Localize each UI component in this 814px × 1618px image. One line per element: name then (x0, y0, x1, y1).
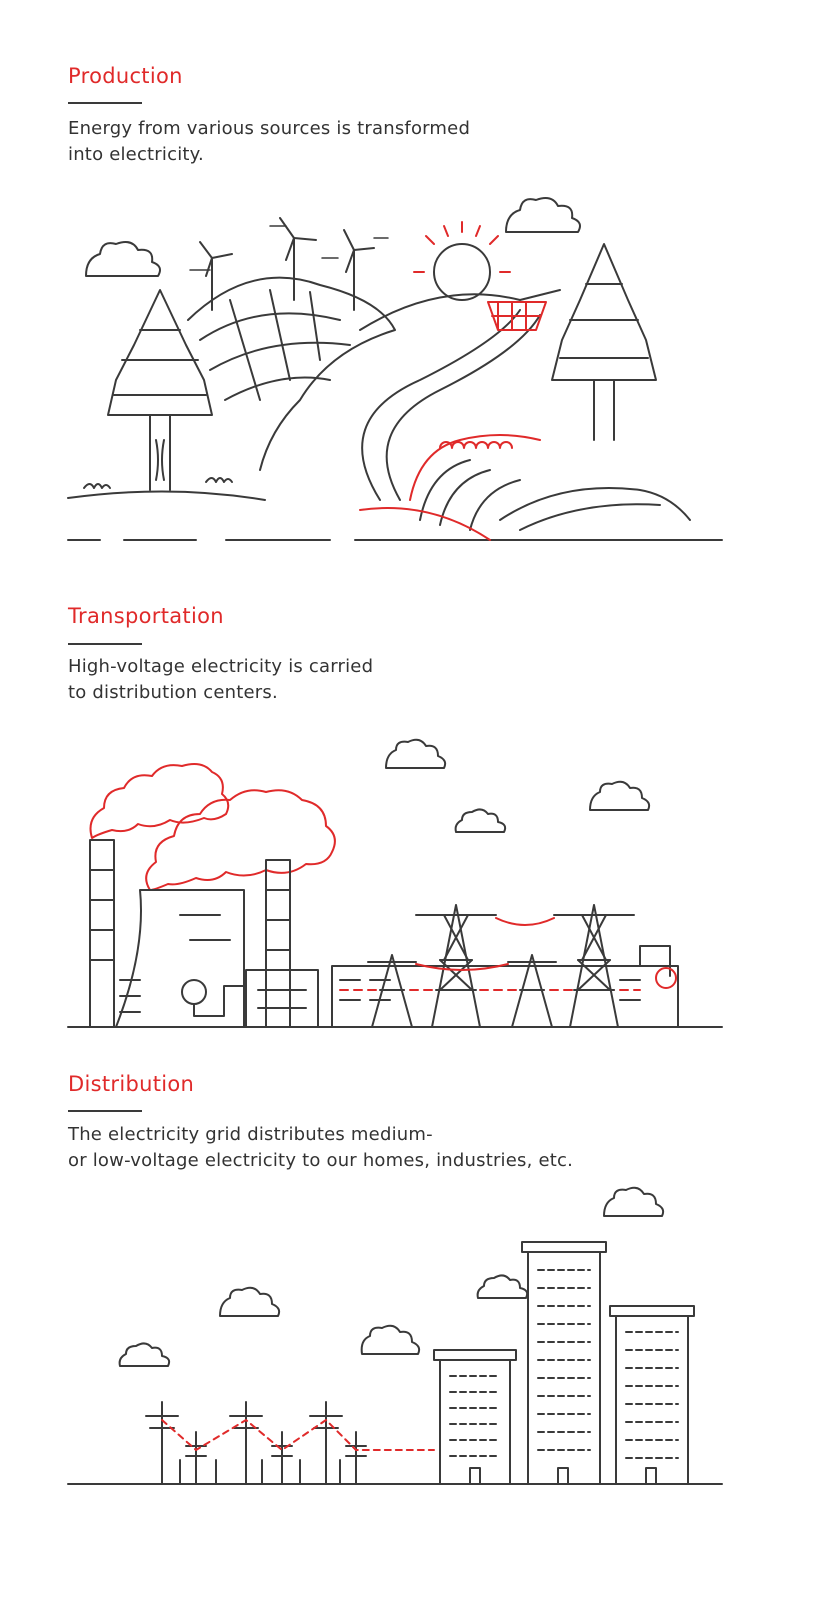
cloud-icon (589, 780, 651, 811)
transmission-tower-icon (415, 904, 497, 1028)
power-line (415, 963, 509, 971)
transmission-tower-icon (367, 954, 417, 1028)
hill-icon (187, 276, 561, 501)
apartment-building-icon (521, 1241, 607, 1485)
description-line: to distribution centers. (68, 682, 278, 703)
cloud-icon (476, 1274, 529, 1299)
smoke-cloud-icon (89, 763, 336, 891)
cloud-icon (505, 197, 581, 233)
title-underline (68, 102, 142, 104)
cloud-icon (85, 241, 161, 277)
cloud-icon (360, 1324, 421, 1355)
wave-icon (359, 434, 691, 541)
transportation-section: Transportation High-voltage electricity … (0, 560, 814, 1060)
description-line: High-voltage electricity is carried (68, 656, 374, 677)
sun-icon (413, 221, 547, 331)
apartment-building-icon (609, 1305, 695, 1485)
apartment-building-icon (433, 1349, 517, 1485)
distribution-illustration (67, 1186, 723, 1485)
title-underline (68, 1110, 142, 1112)
transmission-tower-icon (507, 954, 557, 1028)
grass-icon (83, 477, 233, 489)
transmission-tower-icon (553, 904, 635, 1028)
section-title: Production (68, 64, 183, 88)
cloud-icon (603, 1186, 665, 1217)
transportation-illustration (67, 738, 723, 1028)
section-description: High-voltage electricity is carried to d… (68, 654, 373, 706)
description-line: The electricity grid distributes medium- (68, 1124, 433, 1145)
cloud-icon (118, 1342, 171, 1367)
tree-icon (551, 243, 657, 441)
tree-icon (107, 289, 213, 491)
cloud-icon (219, 1286, 281, 1317)
description-line: into electricity. (68, 144, 204, 165)
section-description: The electricity grid distributes medium-… (68, 1122, 573, 1174)
description-line: Energy from various sources is transform… (68, 118, 471, 139)
description-line: or low-voltage electricity to our homes,… (68, 1150, 574, 1171)
power-plant-icon (89, 839, 319, 1028)
power-line (495, 917, 555, 926)
cloud-icon (385, 738, 447, 769)
ground-line (67, 490, 723, 541)
production-section: Production Energy from various sources i… (0, 0, 814, 560)
section-title: Transportation (68, 604, 224, 628)
wind-turbine-icon (189, 217, 389, 311)
title-underline (68, 643, 142, 645)
production-illustration (67, 197, 723, 541)
section-description: Energy from various sources is transform… (68, 116, 470, 168)
utility-pole-icon (145, 1401, 367, 1485)
cloud-icon (454, 808, 507, 833)
power-line (161, 1419, 435, 1451)
distribution-section: Distribution The electricity grid distri… (0, 1060, 814, 1618)
section-title: Distribution (68, 1072, 195, 1096)
